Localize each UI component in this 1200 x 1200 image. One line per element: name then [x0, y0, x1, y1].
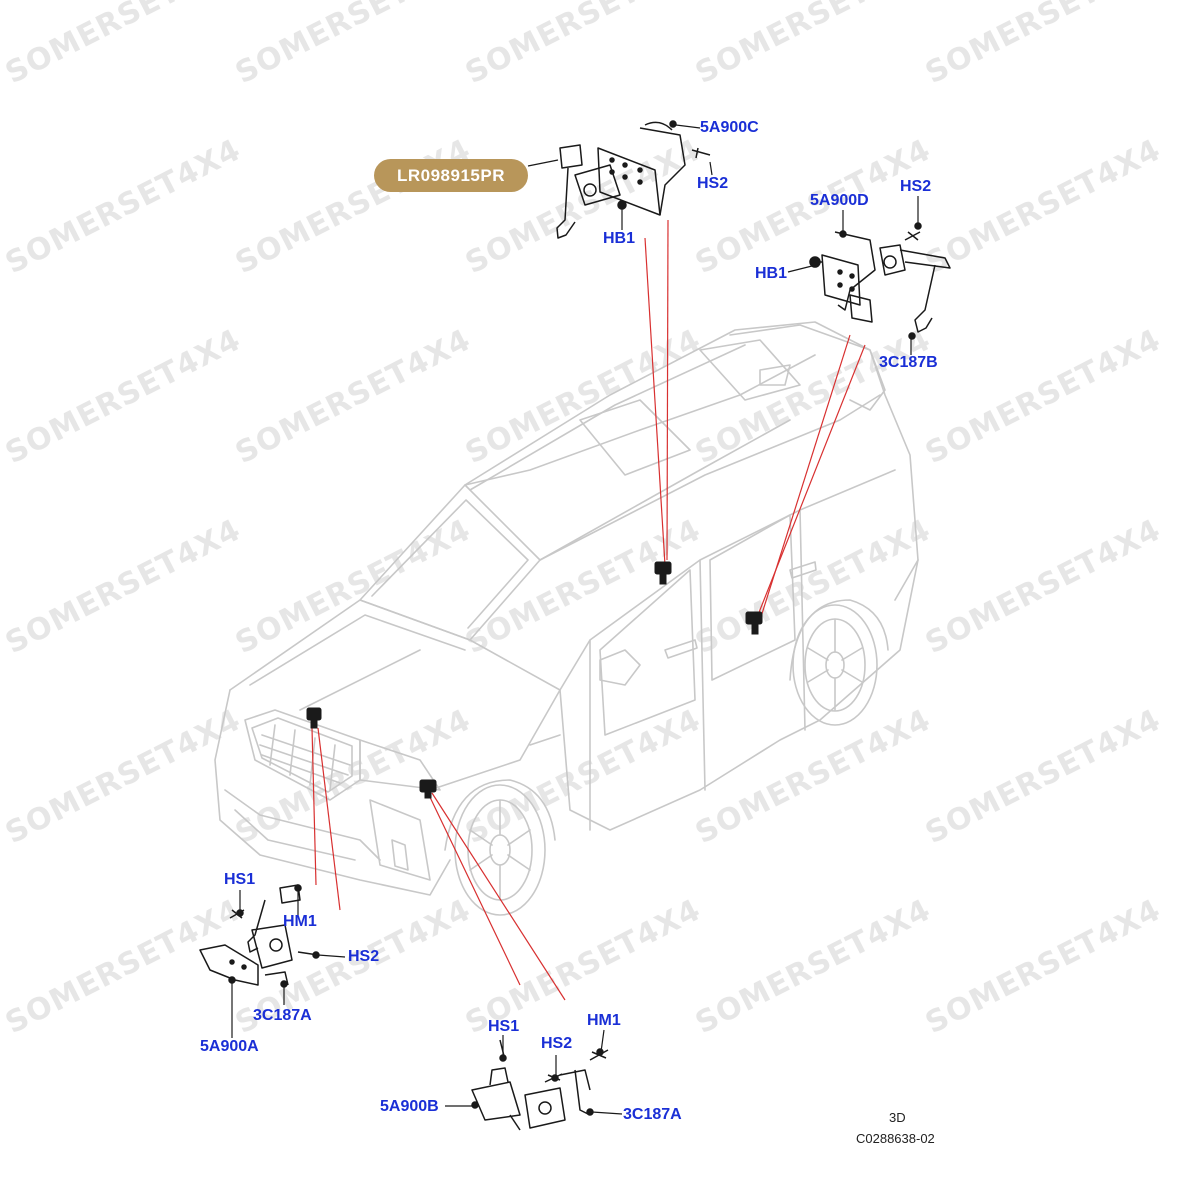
callout-leaders [231, 124, 919, 1115]
callout-hs2-left[interactable]: HS2 [348, 948, 380, 965]
sensor-marker-front-right [419, 779, 437, 799]
sensor-marker-rear-left [654, 561, 672, 585]
callout-hs1-bottom[interactable]: HS1 [488, 1018, 520, 1035]
callout-hs1-left[interactable]: HS1 [224, 871, 256, 888]
callout-5a900a[interactable]: 5A900A [200, 1038, 259, 1055]
sensor-marker-rear-right [745, 611, 763, 635]
callout-hs2-bottom[interactable]: HS2 [541, 1035, 573, 1052]
callout-hb1-top[interactable]: HB1 [603, 230, 636, 247]
sensor-assembly-right [809, 222, 951, 340]
callout-3c187b[interactable]: 3C187B [879, 354, 938, 371]
sensor-assembly-top [556, 120, 711, 239]
callout-hs2-right[interactable]: HS2 [900, 178, 932, 195]
leader-lines [311, 219, 866, 1001]
sensor-assembly-left [199, 884, 320, 988]
callout-3c187a-bottom[interactable]: 3C187A [623, 1106, 682, 1123]
callout-5a900c[interactable]: 5A900C [700, 119, 759, 136]
callout-hb1-right[interactable]: HB1 [755, 265, 788, 282]
callout-3c187a-left[interactable]: 3C187A [253, 1007, 312, 1024]
callout-hm1-bottom[interactable]: HM1 [587, 1012, 621, 1029]
diagram-reference: C0288638-02 [856, 1131, 935, 1146]
vehicle-outline [214, 321, 919, 916]
callout-5a900d[interactable]: 5A900D [810, 192, 869, 209]
part-number-badge[interactable]: LR098915PR [374, 159, 528, 192]
callout-hs2-top[interactable]: HS2 [697, 175, 729, 192]
vehicle-sensor-markers [306, 561, 763, 799]
view-label: 3D [889, 1110, 906, 1125]
callout-5a900b[interactable]: 5A900B [380, 1098, 439, 1115]
callout-hm1-left[interactable]: HM1 [283, 913, 317, 930]
sensor-assembly-bottom [471, 1039, 609, 1131]
sensor-marker-front-left [306, 707, 322, 729]
